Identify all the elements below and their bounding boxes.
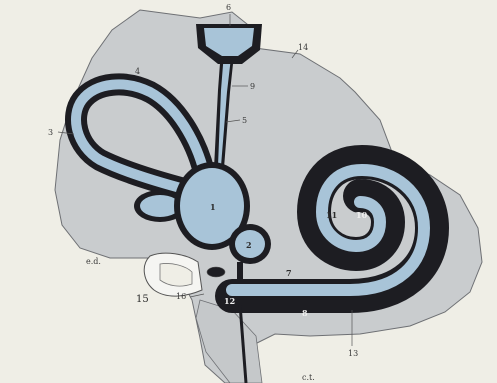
label-9: 9: [250, 82, 255, 91]
label-13: 13: [348, 349, 358, 358]
label-4: 4: [135, 67, 140, 76]
label-7: 7: [286, 268, 292, 278]
oval-window: [207, 267, 225, 277]
label-8: 8: [302, 308, 308, 318]
label-11: 11: [326, 210, 337, 220]
label-14: 14: [298, 43, 308, 52]
label-10: 10: [356, 210, 368, 220]
label-ct: c.t.: [302, 373, 315, 382]
label-6: 6: [226, 3, 231, 12]
label-ed: e.d.: [86, 257, 101, 266]
label-3: 3: [48, 128, 53, 137]
label-5: 5: [242, 116, 247, 125]
label-12: 12: [224, 296, 235, 306]
label-2: 2: [246, 240, 252, 250]
label-1: 1: [210, 202, 216, 212]
label-16: 16: [176, 292, 186, 301]
label-15: 15: [136, 294, 149, 305]
